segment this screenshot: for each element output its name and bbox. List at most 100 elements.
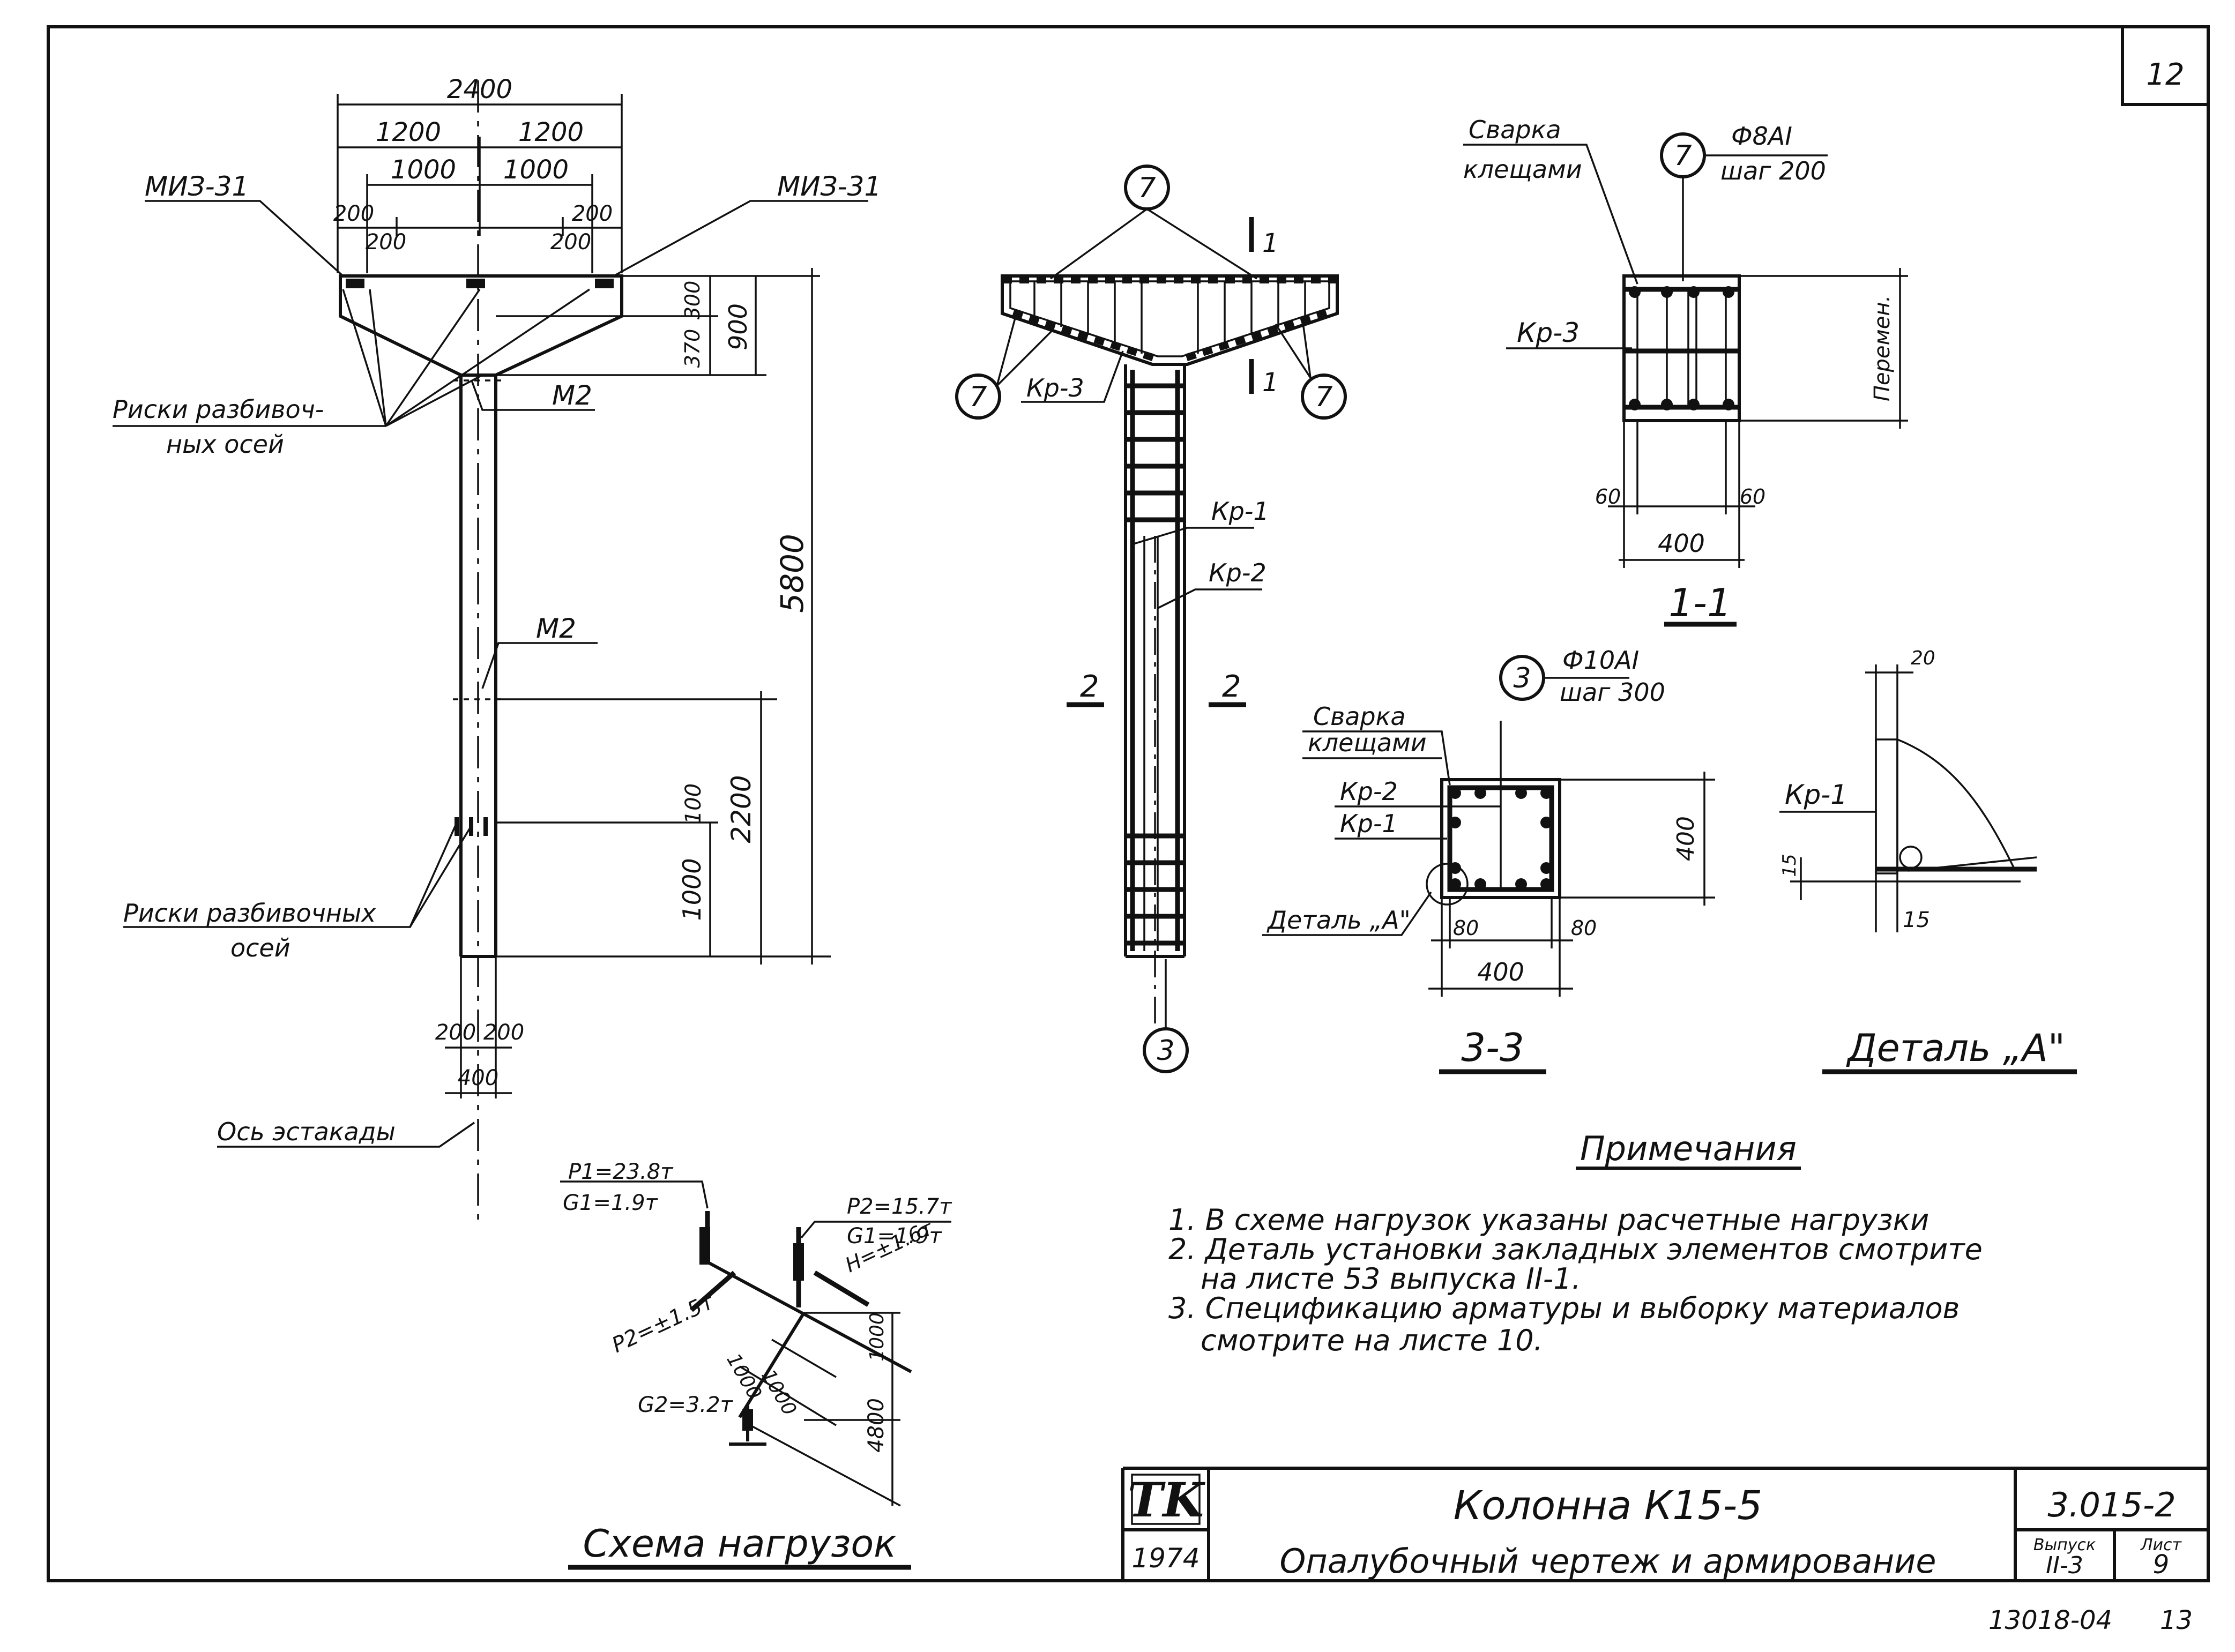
note-3b: смотрите на листе 10. bbox=[1201, 1324, 1543, 1357]
section-1-1-width: 400 bbox=[1658, 529, 1705, 558]
dim-1000-left: 1000 bbox=[391, 155, 456, 185]
dim-2400: 2400 bbox=[447, 74, 512, 104]
load-g2: G2=3.2т bbox=[638, 1393, 734, 1417]
sheet-label: Лист bbox=[2140, 1536, 2182, 1554]
load-dim-1000-c: 1000 bbox=[866, 1312, 888, 1362]
label-miz31-right: МИЗ-31 bbox=[777, 171, 881, 202]
dim-1000-vert: 1000 bbox=[677, 858, 706, 921]
dim-300: 300 bbox=[681, 281, 704, 320]
section-3-3-width: 400 bbox=[1477, 958, 1524, 986]
label-m2-mid: М2 bbox=[536, 613, 576, 644]
dim-1200-left: 1200 bbox=[376, 117, 441, 147]
archive-suffix: 13 bbox=[2160, 1605, 2193, 1635]
section-3-3-bar-dia: Ф10АI bbox=[1562, 646, 1639, 675]
section-3-3-weld-2: клещами bbox=[1308, 728, 1427, 757]
dim-1000-right: 1000 bbox=[503, 155, 569, 185]
load-scheme-title: Схема нагрузок bbox=[583, 1522, 897, 1566]
dim-370: 370 bbox=[681, 329, 704, 368]
label-m2-top: М2 bbox=[552, 380, 592, 411]
drawing-title: Колонна К15-5 bbox=[1454, 1483, 1763, 1529]
label-kr3-view2: Кр-3 bbox=[1026, 373, 1084, 402]
detail-a-kr1: Кр-1 bbox=[1785, 779, 1847, 810]
load-dim-4800: 4800 bbox=[864, 1398, 889, 1453]
dim-400-base: 400 bbox=[458, 1066, 498, 1090]
dim-2200: 2200 bbox=[726, 775, 757, 843]
section-3-3-cover-left: 80 bbox=[1453, 916, 1479, 940]
cut-2-left: 2 bbox=[1080, 669, 1099, 704]
section-1-1-cover-left: 60 bbox=[1595, 485, 1621, 509]
dim-200-c: 200 bbox=[572, 201, 613, 226]
dim-1200-right: 1200 bbox=[518, 117, 584, 147]
cut-1-top: 1 bbox=[1262, 228, 1279, 258]
cut-2-right: 2 bbox=[1222, 669, 1241, 704]
detail-a-dim-20: 20 bbox=[1911, 647, 1935, 669]
label-marks-top-2: ных осей bbox=[166, 430, 284, 459]
section-3-3: 400 80 80 400 Сварка клещами 3 Ф10АI шаг… bbox=[1262, 646, 1715, 1074]
section-1-1-callout-7: 7 bbox=[1674, 140, 1692, 172]
dim-100: 100 bbox=[681, 783, 706, 824]
sheet-border bbox=[47, 25, 2210, 1582]
dim-200-b: 200 bbox=[366, 230, 406, 255]
section-3-3-title: 3-3 bbox=[1461, 1025, 1524, 1070]
load-scheme: P1=23.8т G1=1.9т P2=15.7т G1=1.9т H=±1.6… bbox=[560, 1160, 952, 1570]
page-number-box bbox=[2121, 25, 2210, 106]
sheet-value: 9 bbox=[2153, 1550, 2170, 1580]
section-3-3-callout-3: 3 bbox=[1513, 662, 1531, 694]
section-3-3-bar-step: шаг 300 bbox=[1560, 678, 1665, 707]
label-kr1-view2: Кр-1 bbox=[1211, 497, 1269, 526]
detail-a-title: Деталь „А" bbox=[1846, 1026, 2065, 1070]
dim-200-a: 200 bbox=[333, 201, 374, 226]
load-p2: P2=15.7т bbox=[847, 1194, 952, 1219]
dim-200-d: 200 bbox=[550, 230, 591, 255]
section-3-3-kr2: Кр-2 bbox=[1340, 777, 1398, 806]
detail-a-dim-15-bottom: 15 bbox=[1903, 908, 1930, 932]
label-miz31-left: МИЗ-31 bbox=[145, 171, 249, 202]
section-3-3-height: 400 bbox=[1672, 816, 1700, 861]
label-trestle-axis: Ось эстакады bbox=[217, 1117, 396, 1146]
label-marks-top-1: Риски разбивоч- bbox=[113, 395, 324, 424]
notes-block: Примечания 1. В схеме нагрузок указаны р… bbox=[1168, 1129, 1983, 1357]
section-1-1-weld-2: клещами bbox=[1463, 155, 1582, 184]
callout-3: 3 bbox=[1157, 1035, 1174, 1067]
section-1-1-bar-step: шаг 200 bbox=[1720, 156, 1826, 185]
note-2b: на листе 53 выпуска II-1. bbox=[1201, 1262, 1581, 1296]
note-2a: 2. Деталь установки закладных элементов … bbox=[1168, 1232, 1983, 1266]
section-1-1-title: 1-1 bbox=[1668, 580, 1732, 625]
section-3-3-bars bbox=[1449, 787, 1552, 890]
note-1: 1. В схеме нагрузок указаны расчетные на… bbox=[1168, 1203, 1929, 1237]
section-1-1-bars bbox=[1629, 286, 1734, 410]
callout-7-top: 7 bbox=[1138, 172, 1156, 204]
dim-200-base-right: 200 bbox=[483, 1020, 524, 1045]
label-marks-bottom-2: осей bbox=[230, 933, 290, 962]
issue-value: II-3 bbox=[2046, 1552, 2083, 1579]
crossbeam-stirrups bbox=[1033, 281, 1306, 354]
section-1-1-cover-right: 60 bbox=[1740, 485, 1765, 509]
note-3a: 3. Спецификацию арматуры и выборку матер… bbox=[1168, 1291, 1960, 1325]
reinforcement-view: 1 1 2 2 7 7 7 3 Кр-3 Кр-1 Кр-2 bbox=[955, 165, 1347, 1073]
section-1-1-bar-dia: Ф8АI bbox=[1731, 122, 1792, 151]
tk-logo: TK bbox=[1128, 1472, 1205, 1528]
load-h-left: P2=±1.5т bbox=[608, 1289, 718, 1358]
label-marks-bottom-1: Риски разбивочных bbox=[123, 899, 376, 928]
dim-200-base-left: 200 bbox=[435, 1020, 476, 1045]
dim-5800: 5800 bbox=[774, 534, 810, 613]
section-3-3-cover-right: 80 bbox=[1571, 916, 1597, 940]
callout-7-left: 7 bbox=[969, 381, 987, 413]
series-code: 3.015-2 bbox=[2047, 1485, 2176, 1524]
load-g1-left: G1=1.9т bbox=[563, 1191, 659, 1215]
callout-7-right: 7 bbox=[1315, 381, 1332, 413]
column-stirrups bbox=[1126, 383, 1184, 946]
title-block: TK 1974 Колонна К15-5 Опалубочный чертеж… bbox=[1121, 1467, 2208, 1581]
dim-900: 900 bbox=[724, 303, 753, 350]
load-p1: P1=23.8т bbox=[568, 1160, 674, 1184]
load-g1-right: G1=1.9т bbox=[847, 1224, 943, 1249]
section-1-1-height: Перемен. bbox=[1870, 295, 1895, 401]
drawing-subtitle: Опалубочный чертеж и армирование bbox=[1279, 1542, 1936, 1581]
column-elevation-view: 2400 1200 1200 1000 1000 200 200 200 200… bbox=[113, 74, 881, 1222]
year-text: 1974 bbox=[1131, 1543, 1200, 1574]
section-1-1-kr3: Кр-3 bbox=[1517, 317, 1580, 348]
archive-code: 13018-04 bbox=[1988, 1605, 2112, 1635]
section-3-3-detail-ref: Деталь „А" bbox=[1266, 906, 1411, 935]
